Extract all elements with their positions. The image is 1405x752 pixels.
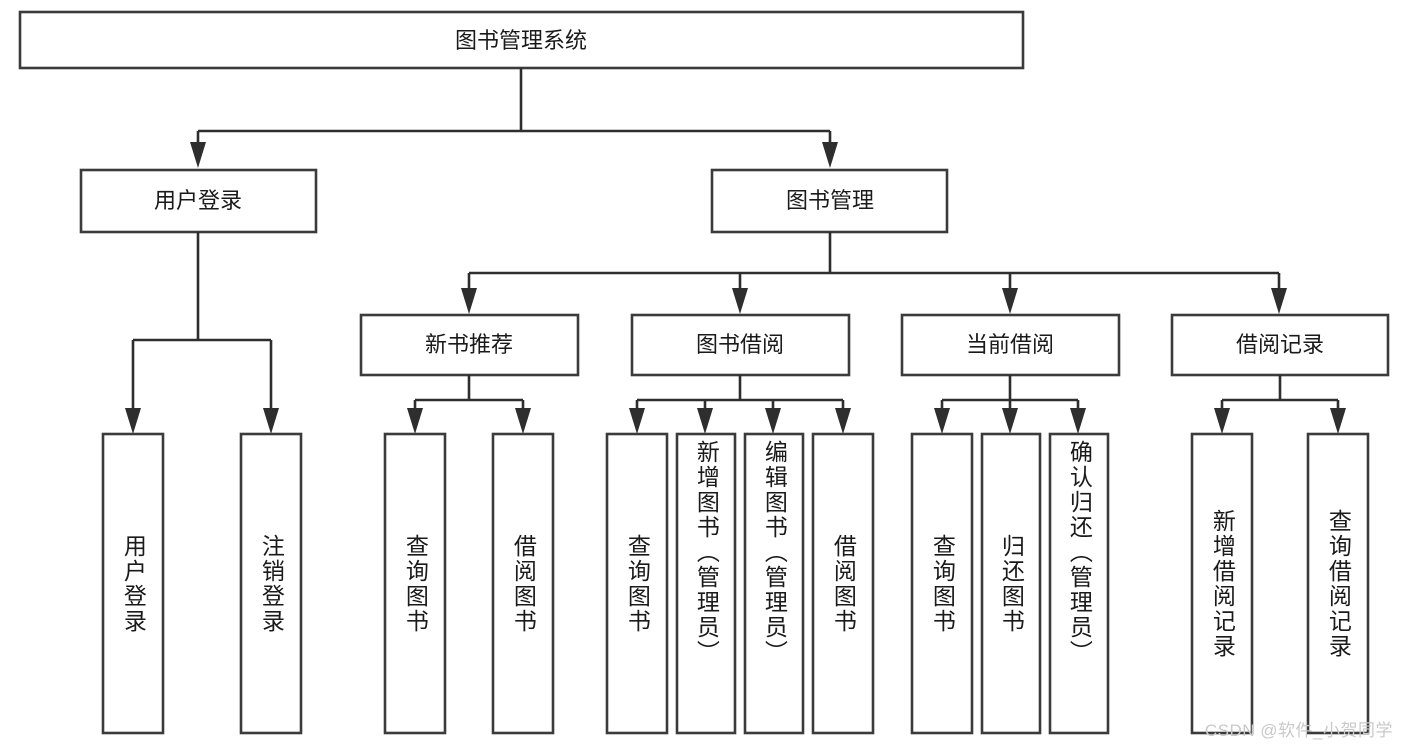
- leaf-box-edit-book-admin[interactable]: [743, 432, 805, 735]
- leaf-box-borrow-book[interactable]: [811, 432, 875, 735]
- arrow-icon: [822, 142, 838, 168]
- node-book-management[interactable]: 图书管理: [710, 168, 949, 234]
- node-root[interactable]: 图书管理系统: [18, 10, 1025, 70]
- leaf-box-logout[interactable]: [239, 432, 303, 735]
- leaf-box-query-book-rec[interactable]: [383, 432, 447, 735]
- leaf-box-query-book-borrow[interactable]: [605, 432, 669, 735]
- leaf-box-add-book-admin[interactable]: [675, 432, 737, 735]
- root-box[interactable]: [18, 10, 1025, 70]
- connector-root-to-level2: [190, 68, 838, 168]
- node-book-borrow[interactable]: 图书借阅: [630, 313, 851, 377]
- node-user-login[interactable]: 用户登录: [79, 168, 318, 234]
- borrow-record-label: 借阅记录: [1236, 332, 1324, 357]
- connector-book-management-to-level3: [461, 232, 1287, 314]
- connector-borrow-record-to-leaves: [1214, 375, 1346, 434]
- leaf-box-borrow-book-rec[interactable]: [491, 432, 555, 735]
- leaf-box-return-book[interactable]: [980, 432, 1042, 735]
- current-borrow-label: 当前借阅: [966, 332, 1054, 357]
- new-book-recommend-box[interactable]: [359, 313, 580, 377]
- arrow-icon: [190, 142, 206, 168]
- node-borrow-record[interactable]: 借阅记录: [1170, 313, 1390, 377]
- leaf-box-query-borrow-record[interactable]: [1306, 432, 1370, 735]
- current-borrow-box[interactable]: [900, 313, 1121, 377]
- user-login-box[interactable]: [79, 168, 318, 234]
- root-label: 图书管理系统: [455, 28, 587, 53]
- connector-new-book-recommend-to-leaves: [407, 375, 531, 434]
- leaf-box-add-borrow-record[interactable]: [1190, 432, 1254, 735]
- watermark-text: CSDN @软件_小贺同学: [1204, 721, 1393, 740]
- leaf-box-query-book-current[interactable]: [910, 432, 974, 735]
- user-login-label: 用户登录: [154, 188, 242, 213]
- leaf-box-user-login[interactable]: [101, 432, 165, 735]
- connector-book-borrow-to-leaves: [629, 375, 851, 434]
- connector-user-login-to-leaves: [125, 232, 279, 434]
- book-management-label: 图书管理: [786, 188, 874, 213]
- node-current-borrow[interactable]: 当前借阅: [900, 313, 1121, 377]
- leaf-box-confirm-return-admin[interactable]: [1048, 432, 1110, 735]
- node-new-book-recommend[interactable]: 新书推荐: [359, 313, 580, 377]
- new-book-recommend-label: 新书推荐: [425, 332, 513, 357]
- connector-current-borrow-to-leaves: [934, 375, 1086, 434]
- book-borrow-label: 图书借阅: [696, 332, 784, 357]
